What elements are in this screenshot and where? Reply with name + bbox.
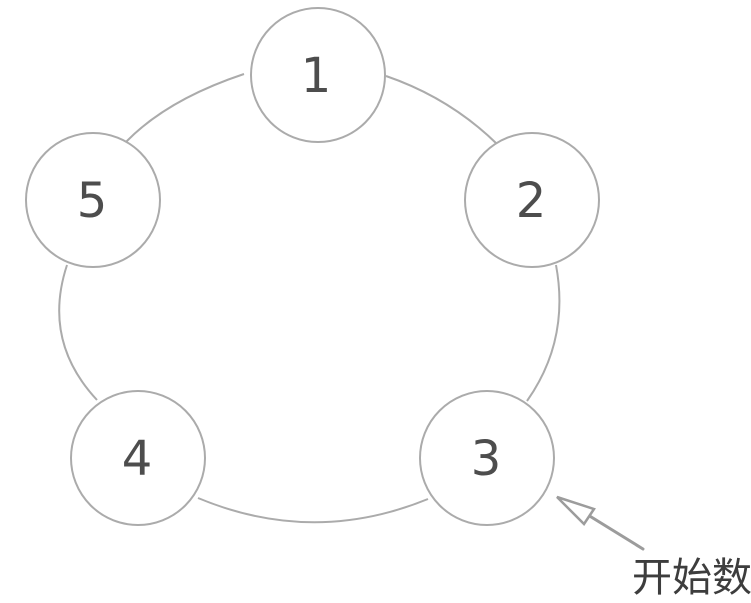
node-4-label: 4 bbox=[122, 431, 153, 487]
node-2: 2 bbox=[464, 132, 600, 268]
ring-connectors bbox=[58, 73, 561, 524]
connector-4-5 bbox=[58, 264, 98, 401]
node-1-circle bbox=[250, 7, 386, 143]
node-2-label: 2 bbox=[516, 173, 547, 229]
node-5-label: 5 bbox=[77, 173, 108, 229]
connector-1-2 bbox=[385, 75, 498, 145]
node-1: 1 bbox=[250, 7, 386, 143]
connector-3-4 bbox=[197, 497, 429, 524]
node-3-label: 3 bbox=[471, 431, 502, 487]
node-1-label: 1 bbox=[301, 48, 332, 104]
connector-5-1 bbox=[124, 73, 245, 144]
start-arrow-shaft bbox=[586, 513, 645, 551]
node-4: 4 bbox=[70, 390, 206, 526]
node-2-circle bbox=[464, 132, 600, 268]
node-3: 3 bbox=[419, 390, 555, 526]
start-arrow-head-icon bbox=[556, 495, 596, 526]
node-4-circle bbox=[70, 390, 206, 526]
start-arrow bbox=[556, 495, 645, 551]
node-5-circle bbox=[25, 132, 161, 268]
start-annotation-label: 开始数 bbox=[632, 555, 751, 601]
node-3-circle bbox=[419, 390, 555, 526]
node-5: 5 bbox=[25, 132, 161, 268]
connector-2-3 bbox=[526, 264, 561, 402]
